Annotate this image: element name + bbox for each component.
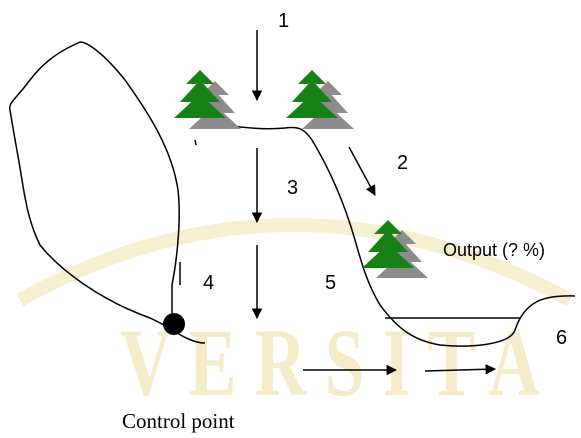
ridge-line bbox=[194, 124, 313, 146]
control-point-label: Control point bbox=[122, 409, 235, 433]
step-3-label: 3 bbox=[287, 177, 298, 199]
arrow-right-icon bbox=[424, 364, 497, 375]
output-label: Output (? %) bbox=[443, 240, 545, 260]
watermark-text: V E R S I T A bbox=[120, 309, 540, 416]
step-1-label: 1 bbox=[278, 10, 289, 32]
control-point-dot bbox=[163, 313, 185, 335]
watermark-arc bbox=[16, 218, 574, 307]
step-2-label: 2 bbox=[397, 152, 408, 174]
left-hill-outline bbox=[8, 41, 180, 331]
tree-icon bbox=[174, 70, 241, 129]
step-4-label: 4 bbox=[203, 272, 214, 294]
right-slope-outline bbox=[311, 139, 576, 347]
step-5-label: 5 bbox=[325, 272, 336, 294]
arrow-diagonal-icon bbox=[348, 146, 376, 196]
watermark: V E R S I T A bbox=[16, 218, 574, 416]
tree-icon bbox=[286, 70, 354, 129]
step-6-label: 6 bbox=[556, 327, 567, 349]
